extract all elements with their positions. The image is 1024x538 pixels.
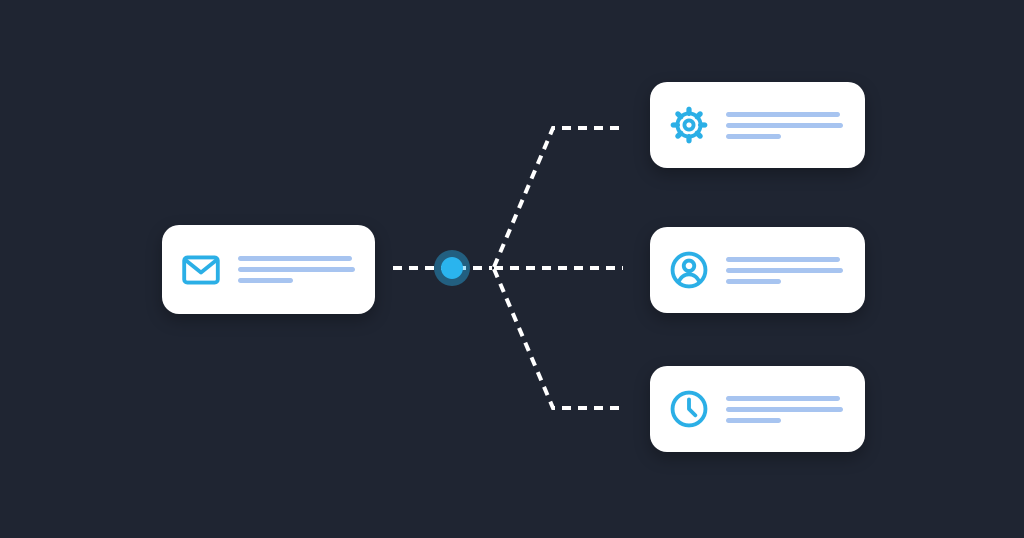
placeholder-lines xyxy=(726,395,843,423)
placeholder-line xyxy=(726,395,840,401)
junction-node-core xyxy=(441,257,463,279)
user-icon xyxy=(668,249,710,291)
placeholder-line xyxy=(726,122,843,128)
junction-node xyxy=(434,250,470,286)
email-card xyxy=(162,225,375,314)
placeholder-line xyxy=(238,256,352,261)
placeholder-line xyxy=(726,256,840,262)
placeholder-lines xyxy=(238,256,355,283)
placeholder-line xyxy=(726,406,843,412)
placeholder-line xyxy=(726,278,781,284)
gear-icon xyxy=(668,104,710,146)
placeholder-line xyxy=(726,133,781,139)
user-card xyxy=(650,227,865,313)
placeholder-lines xyxy=(726,256,843,284)
placeholder-line xyxy=(238,278,293,283)
clock-card xyxy=(650,366,865,452)
placeholder-line xyxy=(726,417,781,423)
connector-junction-to-clock xyxy=(492,268,623,410)
placeholder-line xyxy=(726,267,843,273)
placeholder-lines xyxy=(726,111,843,139)
clock-icon xyxy=(668,388,710,430)
envelope-icon xyxy=(180,249,222,291)
placeholder-line xyxy=(238,267,355,272)
settings-card xyxy=(650,82,865,168)
placeholder-line xyxy=(726,111,840,117)
connector-junction-to-settings xyxy=(492,126,623,268)
